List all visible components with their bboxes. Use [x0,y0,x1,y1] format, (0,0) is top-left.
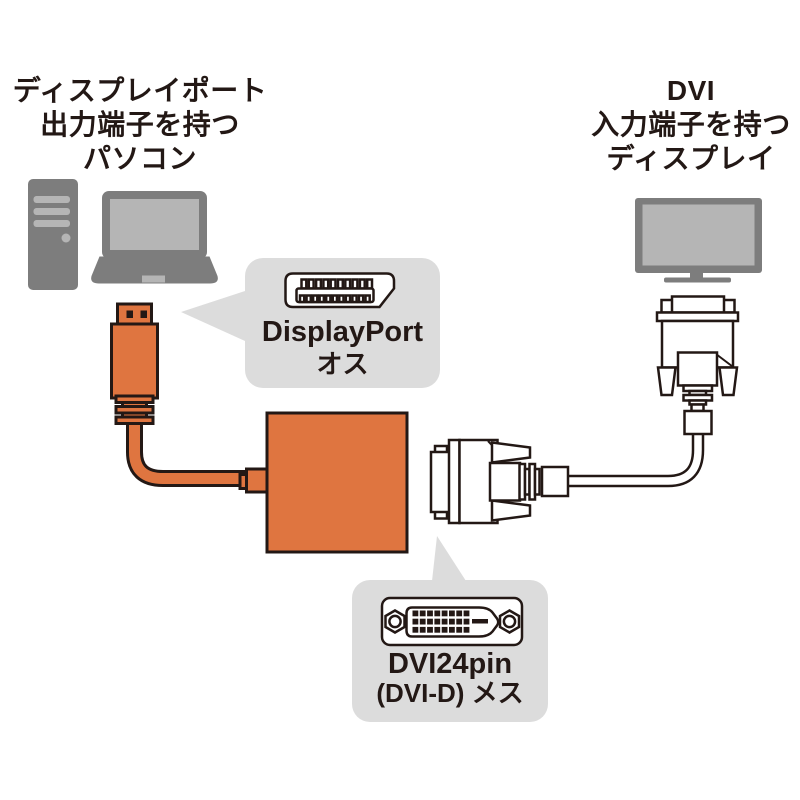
displayport-connector-face-icon [284,272,396,309]
monitor-icon [635,198,762,283]
displayport-callout-line1: DisplayPort [261,316,424,348]
dvi-cable-plug-adapter-icon [429,438,570,525]
display-device-label: DVI 入力端子を持つ ディスプレイ [566,74,800,176]
display-device-label-line3: ディスプレイ [606,143,776,174]
source-device-label-line2: 出力端子を持つ [40,109,240,140]
source-device-label-line1: ディスプレイポート [12,75,268,106]
dvi-callout-line1: DVI24pin [387,648,513,680]
dvi-cable-icon [429,295,740,525]
bubble-tail [432,536,466,581]
bubble-tail [181,291,245,341]
source-device-label: ディスプレイポート 出力端子を持つ パソコン [10,74,270,176]
displayport-cable-plug-icon [110,302,252,487]
dvi-24pin-connector-face-icon [380,596,524,647]
display-device-label-line1: DVI [666,75,716,106]
dvi-cable-plug-monitor-icon [655,295,740,436]
desktop-pc-icon [28,179,78,290]
source-device-label-line3: パソコン [82,143,197,174]
display-device-label-line2: 入力端子を持つ [591,109,791,140]
displayport-callout-line2: オス [316,349,369,379]
dvi-callout-line2: (DVI-D) メス [376,678,524,708]
dvi-callout-label: DVI24pin (DVI-D) メス [352,650,548,708]
laptop-icon [91,191,218,284]
displayport-to-dvi-adapter-icon [238,411,409,554]
displayport-callout-label: DisplayPort オス [245,316,440,380]
